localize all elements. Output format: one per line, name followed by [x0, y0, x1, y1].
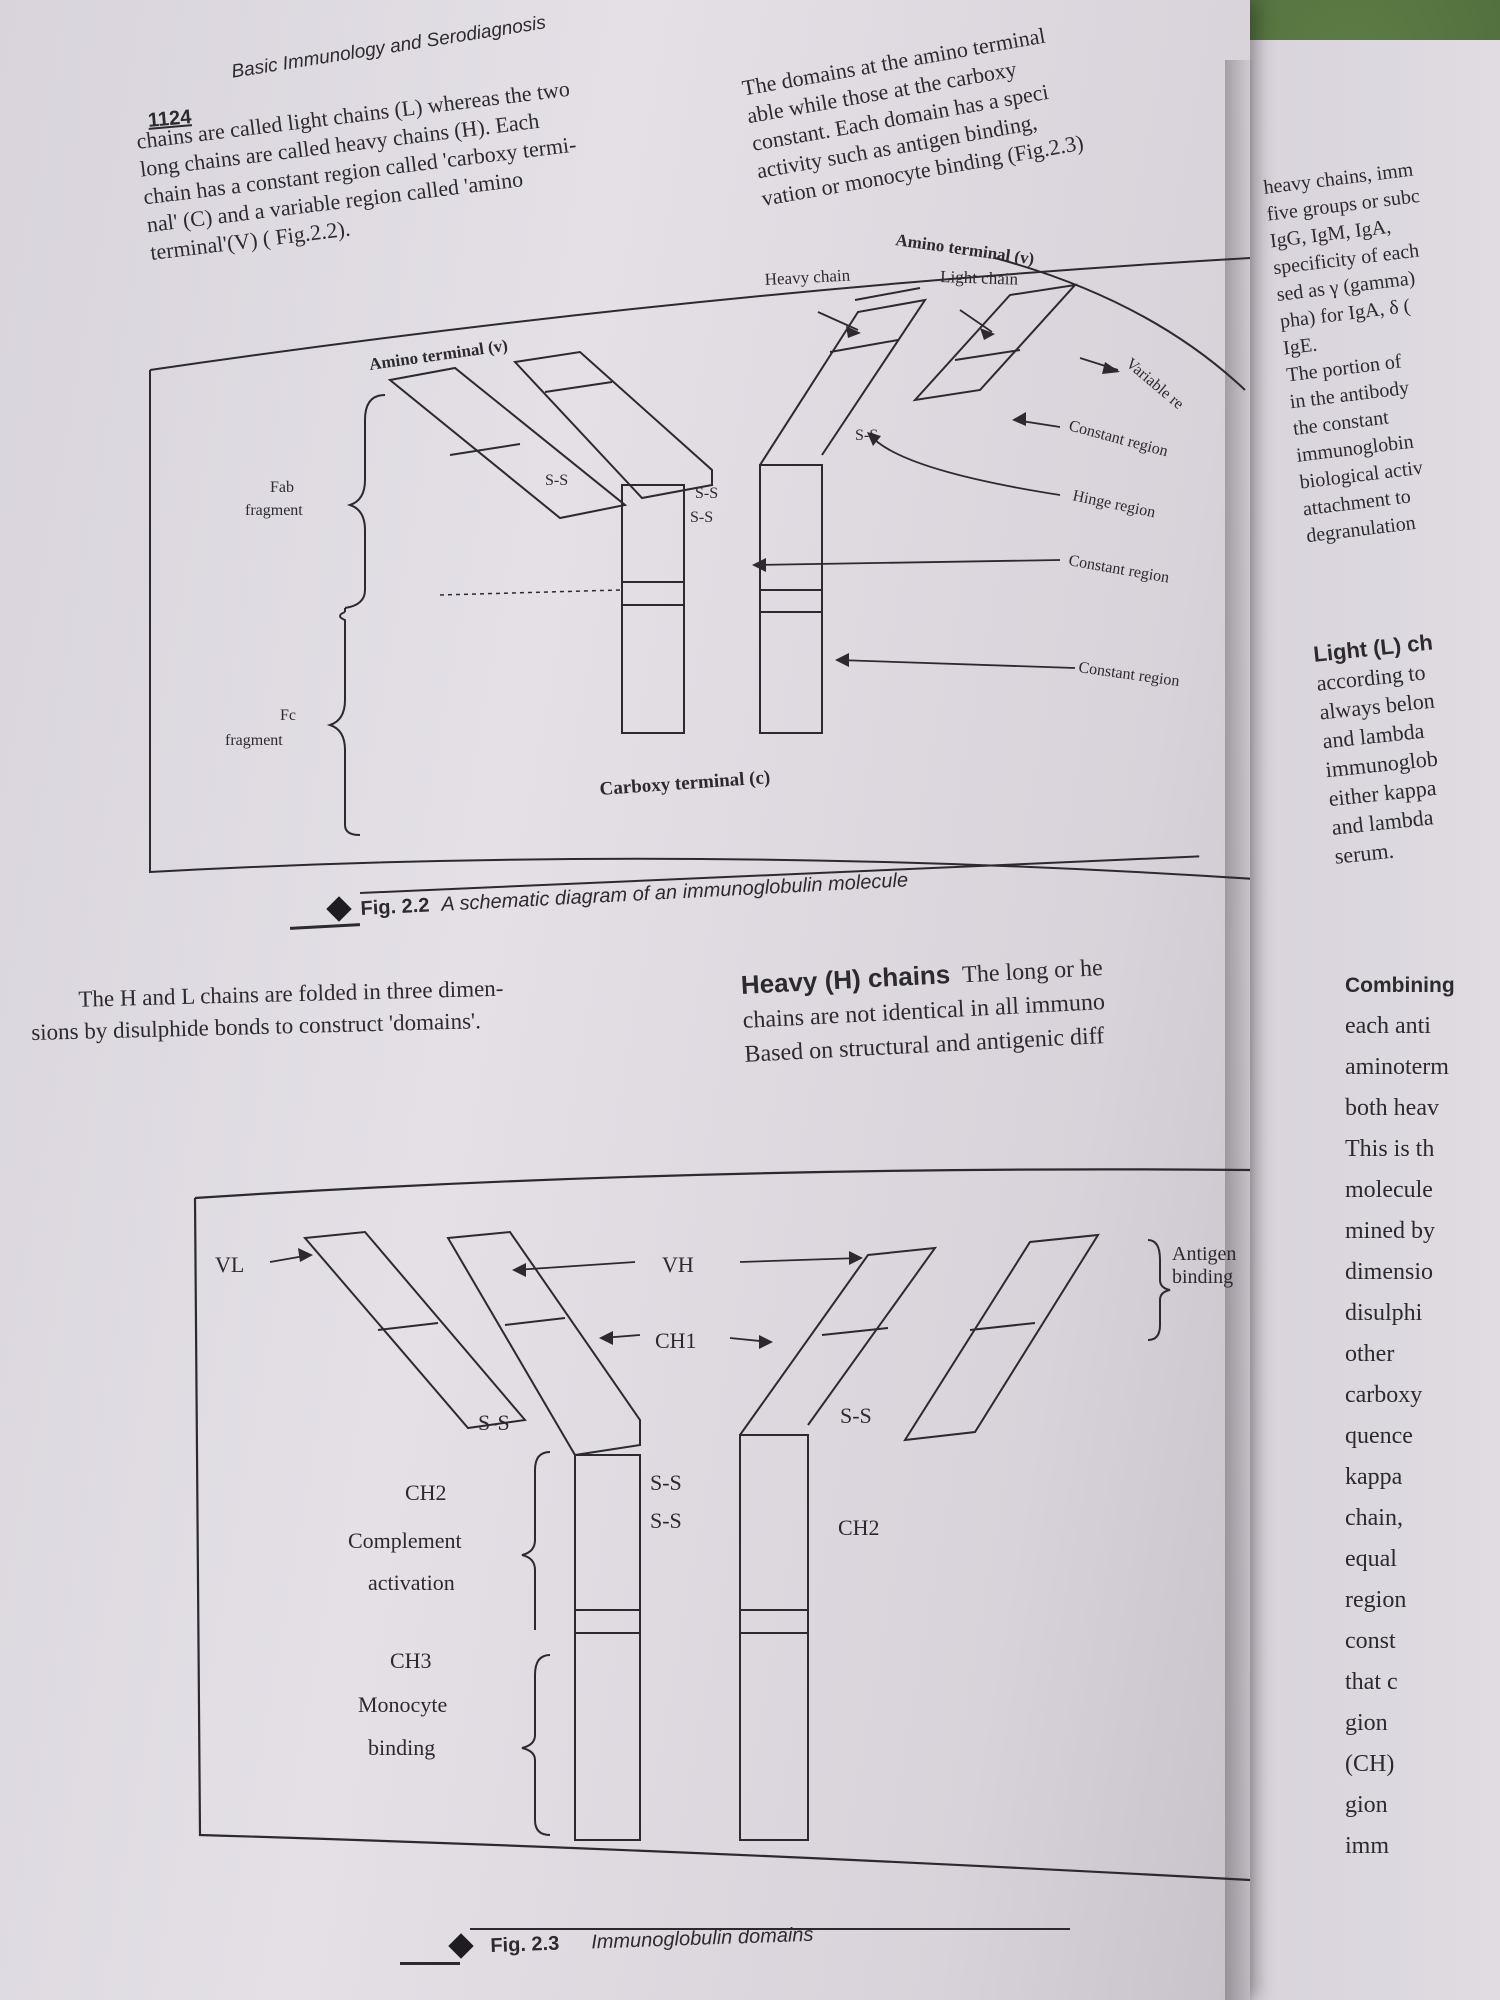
fig22-frame [149, 257, 1250, 880]
fig22-amino-right-label: Amino terminal (v) [894, 230, 1035, 268]
fig23-caption-rule [400, 1962, 460, 1965]
text-line: aminoterm [1345, 1054, 1449, 1080]
fig23-ss-3: S-S [650, 1470, 682, 1495]
text-line: quence [1345, 1423, 1413, 1449]
fig23-arrowheads [298, 1248, 863, 1349]
fig23-vh-label: VH [662, 1252, 694, 1277]
fig22-amino-left-label: Amino terminal (v) [368, 336, 509, 374]
facing-column-light-chains: Light (L) ch according to always belon a… [1312, 615, 1500, 871]
fig22-constant2-label: Constant region [1067, 552, 1170, 586]
fig23-vl-label: VL [215, 1252, 244, 1277]
fig22-variable-label: Variable re [1122, 355, 1186, 413]
fig23-ch2-right-label: CH2 [838, 1515, 880, 1540]
page-gutter [1225, 60, 1255, 2000]
fig22-ss-4: S-S [855, 427, 878, 444]
fig22-carboxy-label: Carboxy terminal (c) [599, 767, 771, 800]
fig23-monocyte-label-2: binding [368, 1735, 435, 1760]
fig23-ch1-label: CH1 [655, 1328, 697, 1353]
text-line: mined by [1345, 1218, 1435, 1244]
fig23-caption-rule-right [470, 1928, 1070, 1930]
fig22-constant3-label: Constant region [1077, 659, 1180, 690]
text-line: (CH) [1345, 1751, 1395, 1777]
fig23-frame [193, 1168, 1250, 1882]
text-line: This is th [1345, 1136, 1435, 1162]
fig23-monocyte-label: Monocyte [358, 1692, 447, 1717]
fig23-arrows [269, 1254, 861, 1343]
text-line: that c [1345, 1669, 1398, 1695]
text-line: both heav [1345, 1095, 1439, 1121]
fig23-complement-label-2: activation [368, 1570, 455, 1595]
text-line: dimensio [1345, 1259, 1433, 1285]
fig23-ss-2: S-S [840, 1403, 872, 1428]
fig23-ch3-label: CH3 [390, 1648, 432, 1673]
fig22-brackets [326, 394, 386, 836]
fig23-ss-1: S-S [478, 1410, 510, 1435]
text-line: gion [1345, 1710, 1388, 1736]
text-span: The long or he [961, 955, 1104, 989]
fig22-fc-label: Fc [280, 707, 296, 724]
fig22-fab-arms [387, 283, 1078, 734]
fig22-arrows [754, 309, 1119, 669]
fig23-complement-label: Complement [348, 1528, 462, 1553]
paragraph-heavy-chains: Heavy (H) chains The long or he chains a… [740, 949, 1108, 1072]
text-line: kappa [1345, 1464, 1403, 1490]
book-page [0, 0, 1250, 2000]
fig22-fab-label: Fab [270, 479, 294, 496]
fig23-antigen-label: Antigen [1172, 1243, 1236, 1265]
fig23-antigen-label-2: binding [1172, 1266, 1233, 1288]
text-line: gion [1345, 1792, 1388, 1818]
fig22-caption-label: Fig. 2.2 [360, 894, 430, 920]
text-line: region [1345, 1587, 1407, 1613]
facing-page [1205, 40, 1500, 2000]
text-line: const [1345, 1628, 1396, 1654]
fig22-light-chain-label: Light chain [940, 267, 1019, 289]
fig22-heavy-chain-label: Heavy chain [764, 266, 851, 289]
text-line: each anti [1345, 1013, 1431, 1039]
fig23-ss-4: S-S [650, 1508, 682, 1533]
fig22-ss-2: S-S [695, 485, 718, 502]
text-line: disulphi [1345, 1300, 1423, 1326]
facing-column-combining: Combining each anti aminoterm both heav … [1345, 965, 1500, 1867]
fig23-ch2-left-label: CH2 [405, 1480, 447, 1505]
fig22-ss-1: S-S [545, 472, 568, 489]
fig23-brackets [521, 1239, 1171, 1836]
text-line: equal [1345, 1546, 1397, 1572]
fig22-dashed-line [439, 589, 621, 596]
paragraph-mid-left: The H and L chains are folded in three d… [30, 973, 505, 1049]
fig22-ss-3: S-S [690, 509, 713, 526]
text-line: chain, [1345, 1505, 1403, 1531]
fig22-constant1-label: Constant region [1067, 417, 1170, 460]
fig23-caption-label: Fig. 2.3 [490, 1932, 560, 1957]
text-line: molecule [1345, 1177, 1433, 1203]
text-line: Combining [1345, 974, 1455, 997]
fig23-domains [302, 1230, 1100, 1841]
figures-canvas: Amino terminal (v) Amino terminal (v) He… [149, 230, 1250, 1882]
fig22-fc-label-2: fragment [225, 732, 283, 749]
text-line: carboxy [1345, 1382, 1423, 1408]
fig22-hinge-label: Hinge region [1071, 487, 1157, 521]
fig22-fab-label-2: fragment [245, 502, 303, 519]
text-line: imm [1345, 1833, 1390, 1859]
text-line: other [1345, 1341, 1395, 1367]
fig22-arrowheads [752, 326, 1120, 667]
